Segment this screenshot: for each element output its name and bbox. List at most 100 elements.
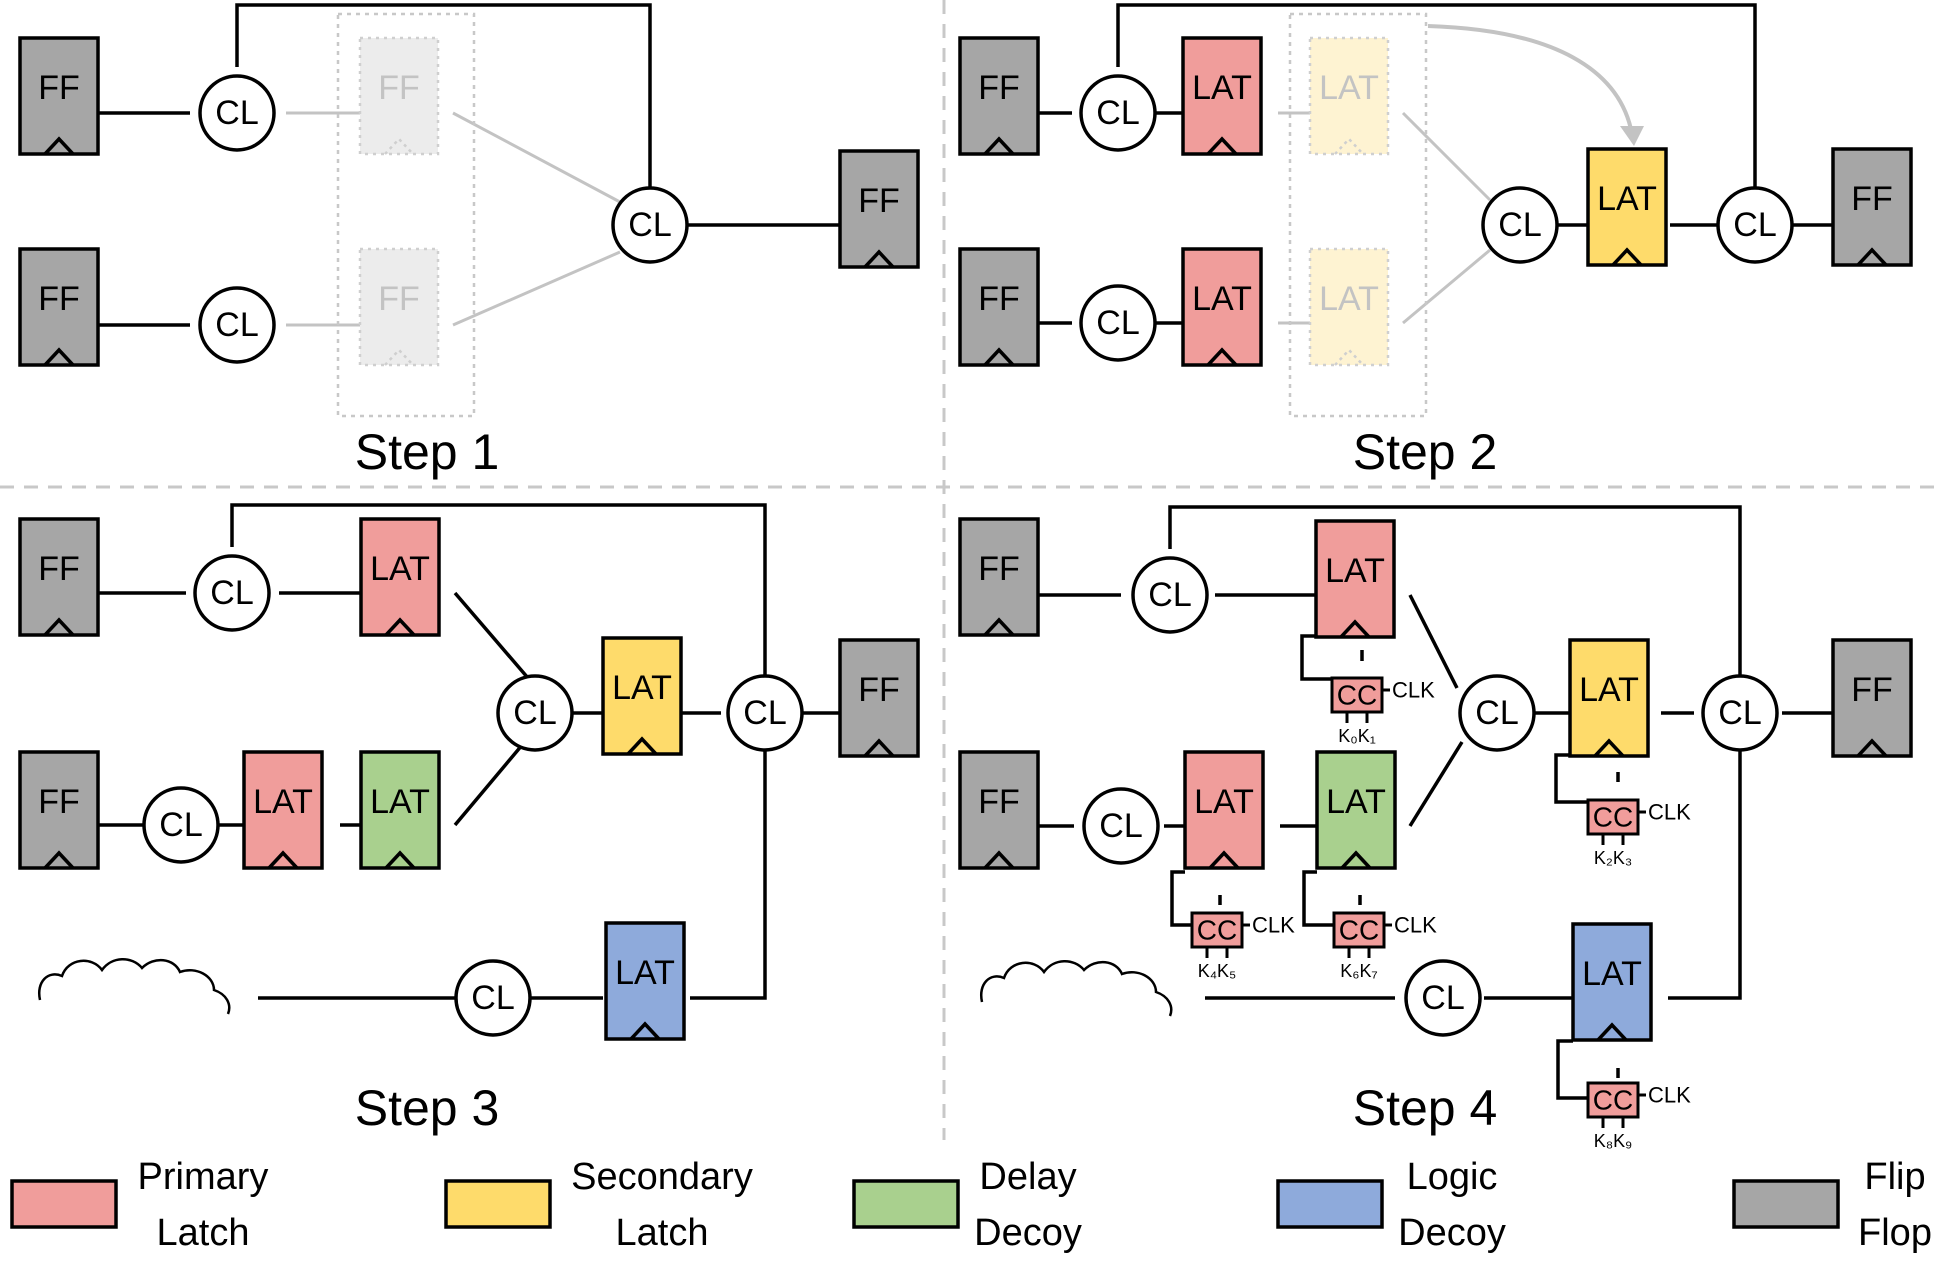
primary-latch-box <box>1181 247 1263 367</box>
clock-controller-label: CC <box>1197 915 1237 946</box>
legend-label-line2: Flop <box>1858 1212 1932 1254</box>
flip-flop-box <box>1831 638 1913 758</box>
clock-controller-box <box>1586 798 1640 836</box>
primary-latch-box <box>1181 36 1263 156</box>
primary-latch-label: LAT <box>370 550 430 588</box>
step-label: Step 1 <box>355 424 500 480</box>
clock-triangle-icon <box>626 736 658 756</box>
combinational-logic: CL <box>496 674 574 752</box>
primary-latch: LAT <box>359 517 441 637</box>
ghost-latch: LAT <box>1308 247 1390 367</box>
wire <box>1170 870 1192 927</box>
flip-flop-box <box>18 247 100 367</box>
flip-flop: FF <box>958 247 1040 367</box>
clock-triangle-icon <box>43 347 75 367</box>
flip-flop-box <box>958 517 1040 637</box>
clock-triangle-icon <box>1611 247 1643 267</box>
logic-decoy: LAT <box>1571 922 1653 1042</box>
flip-flop-label: FF <box>1851 671 1893 709</box>
combinational-logic: CL <box>1079 74 1157 152</box>
flip-flop-box <box>18 36 100 156</box>
logic-decoy-box <box>604 921 686 1041</box>
flip-flop-box <box>958 750 1040 870</box>
flip-flop-label: FF <box>978 550 1020 588</box>
wire <box>1401 111 1492 202</box>
legend-label-line2: Latch <box>616 1212 709 1254</box>
clock-controller-label: CC <box>1337 680 1377 711</box>
delay-decoy-box <box>1315 750 1397 870</box>
delay-decoy-label: LAT <box>370 783 430 821</box>
wire <box>1302 870 1334 927</box>
cloud-icon <box>979 960 1173 1017</box>
flip-flop-box <box>838 638 920 758</box>
legend-label-line1: Flip <box>1864 1156 1925 1198</box>
secondary-latch: LAT <box>601 636 683 756</box>
logic-decoy-label: LAT <box>615 954 675 992</box>
combinational-logic: CL <box>1131 556 1209 634</box>
flip-flop-box <box>958 247 1040 367</box>
legend-swatch <box>852 1179 960 1229</box>
flip-flop: FF <box>1831 638 1913 758</box>
combinational-logic: CL <box>1082 787 1160 865</box>
flip-flop-box <box>1831 147 1913 267</box>
ghost-latch-box <box>1308 247 1390 367</box>
clock-triangle-icon <box>43 850 75 870</box>
clock-triangle-icon <box>1208 850 1240 870</box>
flip-flop-label: FF <box>38 550 80 588</box>
combinational-logic-circle <box>726 674 804 752</box>
ghost-flip-flop-label: FF <box>378 69 420 107</box>
flip-flop-box <box>838 149 920 269</box>
ghost-flip-flop-box <box>358 247 440 367</box>
delay-decoy-box <box>359 750 441 870</box>
step-label: Step 2 <box>1353 424 1498 480</box>
key-label: K₂K₃ <box>1594 848 1632 868</box>
legend-label-line1: Secondary <box>571 1156 753 1198</box>
combinational-logic-label: CL <box>1718 694 1761 732</box>
secondary-latch-label: LAT <box>1579 671 1639 709</box>
key-label: K₀K₁ <box>1338 726 1376 746</box>
combinational-logic-circle <box>1481 186 1559 264</box>
primary-latch-box <box>242 750 324 870</box>
wire <box>1300 634 1332 681</box>
flip-flop: FF <box>958 750 1040 870</box>
combinational-logic-circle <box>496 674 574 752</box>
clock-controller-label: CC <box>1593 1085 1633 1116</box>
combinational-logic: CL <box>1404 959 1482 1037</box>
flip-flop: FF <box>838 638 920 758</box>
flip-flop-label: FF <box>978 280 1020 318</box>
clock-controller-box <box>1332 911 1386 949</box>
flip-flop-label: FF <box>38 69 80 107</box>
primary-latch: LAT <box>242 750 324 870</box>
secondary-latch-label: LAT <box>1597 180 1657 218</box>
combinational-logic-circle <box>1404 959 1482 1037</box>
primary-latch: LAT <box>1181 247 1263 367</box>
flip-flop: FF <box>958 36 1040 156</box>
retiming-arrow <box>1427 24 1634 135</box>
wire <box>235 3 652 187</box>
clock-triangle-icon <box>629 1021 661 1041</box>
key-label: K₈K₉ <box>1594 1131 1633 1151</box>
wire <box>230 503 767 1000</box>
combinational-logic-circle <box>1716 186 1794 264</box>
flip-flop-label: FF <box>858 671 900 709</box>
combinational-logic: CL <box>198 74 276 152</box>
legend-label-line1: Logic <box>1407 1156 1498 1198</box>
clk-label: CLK <box>1392 678 1435 703</box>
ghost-latch-box <box>1308 36 1390 156</box>
combinational-logic: CL <box>611 186 689 264</box>
clock-triangle-icon <box>1206 347 1238 367</box>
primary-latch-box <box>359 517 441 637</box>
clock-triangle-icon <box>1596 1022 1628 1042</box>
ghost-latch: LAT <box>1308 36 1390 156</box>
combinational-logic: CL <box>1458 674 1536 752</box>
combinational-logic-label: CL <box>1498 206 1541 244</box>
flip-flop-label: FF <box>978 783 1020 821</box>
primary-latch-label: LAT <box>253 783 313 821</box>
flip-flop-label: FF <box>38 280 80 318</box>
clock-triangle-icon <box>1206 136 1238 156</box>
